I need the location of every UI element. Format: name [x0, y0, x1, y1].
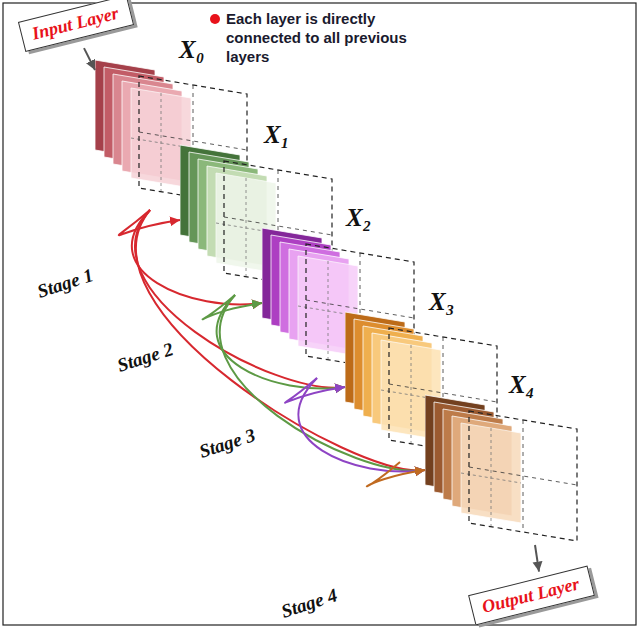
legend-text: Each layer is directly connected to all …	[226, 9, 450, 66]
layer-tag-text: Output Layer	[480, 573, 581, 616]
feature-map-stack: X₄	[425, 375, 585, 545]
layer-tag-text: Input Layer	[30, 3, 121, 44]
dense-connection-arrow	[367, 462, 425, 486]
feature-map-layers	[425, 375, 585, 545]
layer-label: X₃	[429, 288, 454, 316]
layer-label: X₀	[179, 36, 204, 64]
stage-label: Stage 1	[33, 264, 98, 304]
stage-label: Stage 2	[113, 338, 178, 378]
legend-dot	[210, 14, 220, 24]
layer-tag-box: Input Layer	[18, 0, 134, 52]
dense-connection-arrow	[285, 378, 345, 403]
dense-connection-arrow	[84, 48, 95, 70]
stage-label: Stage 3	[195, 424, 260, 464]
legend-entry: Each layer is directly connected to all …	[210, 9, 450, 66]
layer-label: X₄	[509, 371, 534, 399]
layer-tag-box: Output Layer	[468, 566, 595, 626]
layer-label: X₂	[346, 204, 371, 232]
dense-connection-arrow	[535, 545, 539, 572]
dense-connection-arrow	[119, 210, 180, 235]
stage-label: Stage 4	[277, 584, 342, 624]
layer-label: X₁	[264, 121, 289, 149]
